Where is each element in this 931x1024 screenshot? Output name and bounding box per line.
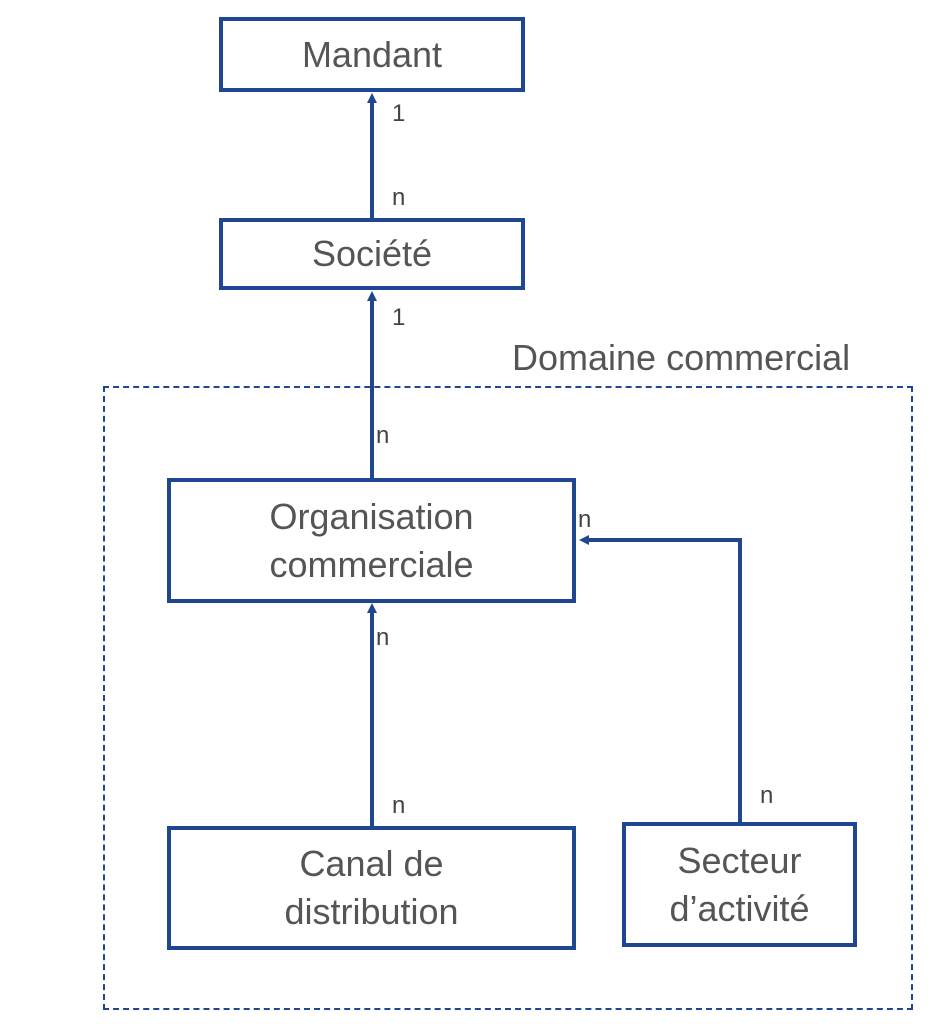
entity-canal-line1: Canal de <box>299 843 444 884</box>
mult-organisation-bottom-side: n <box>376 624 390 651</box>
mult-secteur-side: n <box>760 782 774 809</box>
entity-mandant-label: Mandant <box>301 33 443 75</box>
entity-organisation-line2: commerciale <box>269 543 474 585</box>
entity-organisation-commerciale: Organisation commerciale <box>167 478 576 603</box>
mult-organisation-top-side: n <box>376 422 390 449</box>
entity-societe-label: Société <box>311 233 433 274</box>
domain-frame <box>103 386 913 1010</box>
connector-secteur-organisation <box>579 535 742 822</box>
domain-label: Domaine commercial <box>512 337 851 378</box>
mult-organisation-right-side: n <box>578 506 592 533</box>
entity-secteur-line2: d’activité <box>669 887 810 929</box>
entity-canal-distribution: Canal de distribution <box>167 826 576 950</box>
mult-canal-side: n <box>392 792 406 819</box>
entity-mandant: Mandant <box>219 17 525 92</box>
mult-societe-upper-side: n <box>392 184 406 211</box>
entity-societe: Société <box>219 218 525 290</box>
entity-canal-line2: distribution <box>284 891 459 932</box>
entity-secteur-activite: Secteur d’activité <box>622 822 857 947</box>
entity-organisation-line1: Organisation <box>269 495 474 537</box>
mult-mandant-side: 1 <box>392 100 406 127</box>
entity-secteur-line1: Secteur <box>677 839 802 881</box>
mult-societe-lower-side: 1 <box>392 304 406 331</box>
